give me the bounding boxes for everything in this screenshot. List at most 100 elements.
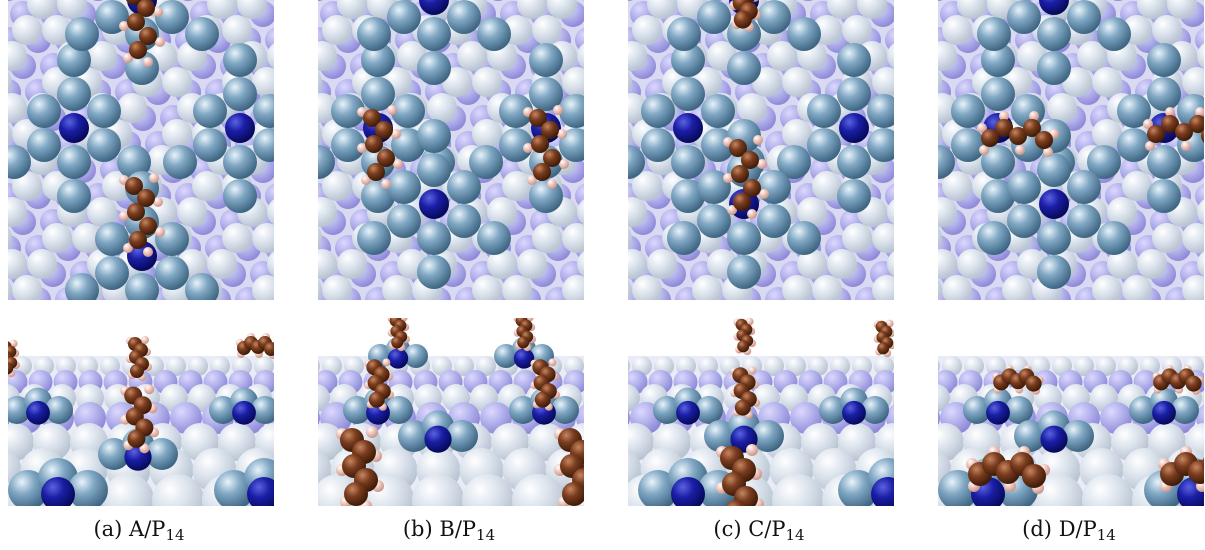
surface-atom: [72, 223, 102, 253]
surface-atom: [382, 275, 412, 300]
surface-atom: [8, 41, 27, 71]
surface-atom: [1137, 249, 1167, 279]
cluster-atom: [777, 145, 811, 179]
surface-atom: [318, 279, 322, 300]
surface-atom: [1137, 0, 1167, 19]
caption-a: (a) A/P14: [93, 517, 185, 544]
surface-atom: [812, 171, 842, 201]
cluster-atom: [559, 94, 584, 128]
cluster-atom: [671, 179, 705, 213]
cluster-atom: [1117, 128, 1151, 162]
cluster-atom: [1147, 43, 1181, 77]
dopant-atom: [1040, 425, 1068, 453]
cluster-atom: [1067, 204, 1101, 238]
carbon-atom: [534, 391, 551, 408]
carbon-atom: [368, 391, 385, 408]
surface-atom: [957, 249, 987, 279]
side-view-panel-b: [318, 318, 584, 506]
cluster-atom: [117, 145, 151, 179]
surface-atom: [512, 474, 564, 506]
surface-atom: [764, 356, 784, 376]
surface-atom: [57, 0, 87, 19]
surface-atom: [628, 71, 632, 93]
hydrogen-atom: [361, 175, 371, 185]
cluster-atom: [757, 0, 791, 34]
dopant-atom: [247, 477, 274, 506]
surface-atom: [162, 119, 192, 149]
hydrogen-atom: [391, 129, 401, 139]
subsurface-atom: [583, 0, 584, 1]
surface-atom: [27, 0, 57, 19]
surface-atom: [337, 249, 367, 279]
cluster-atom: [387, 204, 421, 238]
surface-atom: [812, 275, 842, 300]
hydrogen-atom: [979, 145, 989, 155]
cluster-atom: [757, 170, 791, 204]
surface-atom: [692, 275, 722, 300]
hydrogen-atom: [144, 384, 155, 395]
surface-atom: [842, 223, 872, 253]
carbon-atom: [264, 342, 274, 356]
cluster-atom: [361, 77, 395, 111]
surface-atom: [562, 275, 584, 300]
surface-atom: [1152, 15, 1182, 45]
surface-atom: [487, 197, 517, 227]
carbon-atom: [877, 342, 890, 355]
cluster-atom: [1037, 51, 1071, 85]
hydrogen-atom: [547, 179, 557, 189]
hydrogen-atom: [1195, 107, 1204, 117]
hydrogen-atom: [141, 336, 149, 344]
cluster-atom: [951, 128, 985, 162]
cluster-atom: [727, 255, 761, 289]
cluster-atom: [447, 170, 481, 204]
hydrogen-atom: [381, 179, 391, 189]
hydrogen-atom: [366, 426, 378, 438]
surface-atom: [562, 223, 584, 253]
subsurface-atom: [493, 0, 503, 1]
surface-atom: [797, 197, 827, 227]
surface-atom: [252, 223, 274, 253]
surface-atom: [337, 0, 367, 19]
hydrogen-atom: [1029, 111, 1039, 121]
hydrogen-atom: [143, 57, 153, 67]
subsurface-atom: [1113, 0, 1123, 1]
cluster-atom: [1014, 420, 1046, 452]
carbon-atom: [365, 135, 383, 153]
dopant-atom: [225, 113, 255, 143]
surface-atom: [577, 43, 584, 69]
surface-atom: [887, 251, 894, 277]
surface-atom: [318, 123, 322, 145]
carbon-atom: [543, 149, 561, 167]
cluster-atom: [223, 77, 257, 111]
cluster-atom: [638, 470, 678, 506]
cluster-atom: [417, 17, 451, 51]
caption-c: (c) C/P14: [713, 517, 805, 544]
hydrogen-atom: [155, 37, 165, 47]
subsurface-atom: [893, 0, 894, 1]
carbon-atom: [127, 203, 145, 221]
cluster-atom: [477, 17, 511, 51]
surface-atom: [1197, 251, 1204, 277]
dopant-atom: [424, 425, 452, 453]
cluster-atom: [251, 396, 274, 424]
carbon-atom: [1009, 127, 1027, 145]
surface-atom: [628, 410, 630, 426]
carbon-atom: [533, 163, 551, 181]
carbon-atom: [1035, 131, 1053, 149]
hydrogen-atom: [559, 159, 569, 169]
carbon-atom: [344, 482, 368, 506]
hydrogen-atom: [553, 105, 563, 115]
cluster-atom: [837, 77, 871, 111]
hydrogen-atom: [747, 209, 757, 219]
surface-atom: [547, 0, 577, 19]
surface-atom: [472, 119, 502, 149]
carbon-atom: [1189, 115, 1204, 133]
hydrogen-atom: [9, 339, 18, 348]
surface-atom: [318, 249, 337, 279]
surface-atom: [938, 41, 957, 71]
surface-atom: [857, 0, 887, 19]
surface-atom: [267, 251, 274, 277]
carbon-atom: [517, 336, 530, 349]
cluster-atom: [529, 43, 563, 77]
carbon-atom: [125, 0, 143, 5]
